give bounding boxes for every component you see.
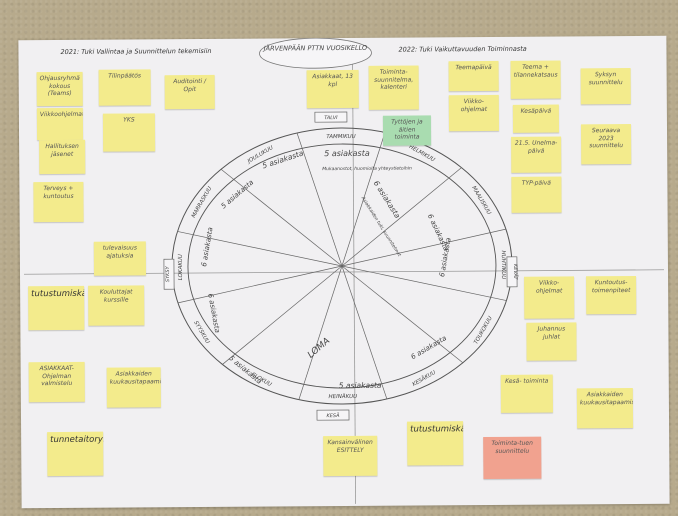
sticky-note: Terveys + kuntoutus — [33, 181, 84, 223]
sticky-note: Viikko-ohjelmat — [448, 94, 500, 132]
segment-tammikuu: 5 asiakasta — [324, 149, 370, 158]
wheel-spoke — [296, 132, 343, 267]
month-label: MARRASKUU — [191, 186, 213, 219]
season-right: KEVÄT — [512, 264, 519, 281]
sticky-note: Tyttöjen ja äitien toiminta — [382, 115, 432, 146]
sticky-note: Asiakkaiden kuukausitapaamiset — [106, 367, 161, 408]
sticky-note: Kouluttajat kurssille — [88, 285, 145, 326]
sticky-note: ASIAKKAAT-Ohjelman valmistelu — [28, 361, 85, 403]
wheel-spoke — [220, 169, 343, 267]
segment-toukokuu: 6 asiakasta — [410, 334, 448, 361]
sticky-note: tutustumiskäynnit — [28, 285, 85, 331]
month-label: TAMMIKUU — [326, 134, 355, 140]
sticky-note: Tilinpäätös — [98, 69, 151, 106]
sticky-note: Juhannus juhlat — [526, 322, 577, 361]
sticky-note: Hallituksen jäsenet — [39, 139, 86, 175]
month-label: HUHTIKUU — [500, 250, 506, 279]
segment-kesakuu: 5 asiakasta — [339, 381, 382, 390]
sticky-note: Kesäpäivä — [512, 104, 560, 133]
sticky-note: Syksyn suunnittelu — [580, 67, 631, 105]
segment-marraskuu: 5 asiakasta — [220, 178, 256, 210]
wheel-spoke — [298, 265, 343, 400]
sticky-note: tutustumiskäynnit — [407, 421, 464, 466]
wheel-spoke — [341, 265, 507, 301]
wheel-spoke — [341, 167, 462, 267]
segment-heinakuu: LOMA — [306, 336, 332, 360]
wheel-spoke — [177, 265, 343, 304]
sticky-note: tulevaisuus ajatuksia — [93, 241, 147, 276]
sticky-note: Asiakkaat, 13 kpl — [306, 69, 359, 109]
sticky-note: YKS — [102, 113, 156, 152]
month-label: MAALISKUU — [470, 185, 491, 216]
wheel-spoke — [341, 265, 464, 364]
wheel-spoke — [341, 265, 388, 400]
season-left: SYKSY — [165, 265, 171, 282]
segment-elokuu: 5 asiakasta — [227, 354, 263, 386]
month-label: HELMIKUU — [408, 144, 436, 163]
season-bottom: KESÄ — [326, 412, 340, 419]
season-top: TALVI — [324, 115, 338, 121]
month-label: TOUKOKUU — [473, 316, 494, 346]
sticky-note: Teemapäivä — [448, 60, 499, 92]
wheel-spoke — [341, 228, 506, 267]
wheel-spoke — [222, 265, 343, 365]
sticky-note: Asiakkaiden kuukausitapaamiset — [576, 387, 634, 429]
paper-sheet: 2021: Tuki Vallintaa ja Suunnittelun tek… — [18, 35, 670, 509]
wheel-spoke — [177, 231, 343, 267]
month-label: LOKAKUU — [178, 254, 184, 280]
sticky-note: Teema + tilannekatsaus — [510, 60, 561, 99]
sticky-note: 21.5. Unelma-päivä — [511, 136, 562, 173]
month-label: HEINÄKUU — [329, 393, 358, 400]
sticky-note: Viikkoohjelmat — [36, 107, 84, 141]
sticky-note: Toiminta-tuen suunnittelu — [483, 436, 542, 480]
sticky-note: Toiminta-suunnitelma, kalenteri — [368, 65, 419, 110]
segment-tammikuu-sub: Mukaanostot, huomioita yhteystietoihin — [322, 166, 412, 173]
sticky-note: Kesä- toiminta — [500, 374, 553, 413]
segment-lokakuu: 6 asiakasta — [200, 227, 215, 268]
year-wheel: JÄRVENPÄÄN PTTN VUOSIKELLO TALVI KESÄ KE… — [24, 37, 664, 504]
sticky-note: Seuraava 2023 suunnittelu — [580, 123, 632, 165]
sticky-note: Viikko-ohjelmat — [524, 276, 575, 319]
title-text: JÄRVENPÄÄN PTTN VUOSIKELLO — [262, 43, 367, 53]
sticky-note: Auditointi / Opit — [164, 74, 215, 110]
sticky-note: TYP-päivä — [511, 176, 562, 213]
sticky-note: tunnetaitoryhmä — [47, 431, 104, 477]
sticky-note: Ohjausryhmä kokous (Teams) — [36, 71, 83, 107]
wheel-spoke — [341, 132, 386, 267]
month-label: SYYSKUU — [192, 320, 210, 345]
sticky-note: Kuntoutus-toimenpiteet — [586, 275, 637, 315]
sticky-note: Kansainvälinen ESITTELY — [323, 435, 378, 477]
month-label: KESÄKUU — [411, 369, 437, 388]
